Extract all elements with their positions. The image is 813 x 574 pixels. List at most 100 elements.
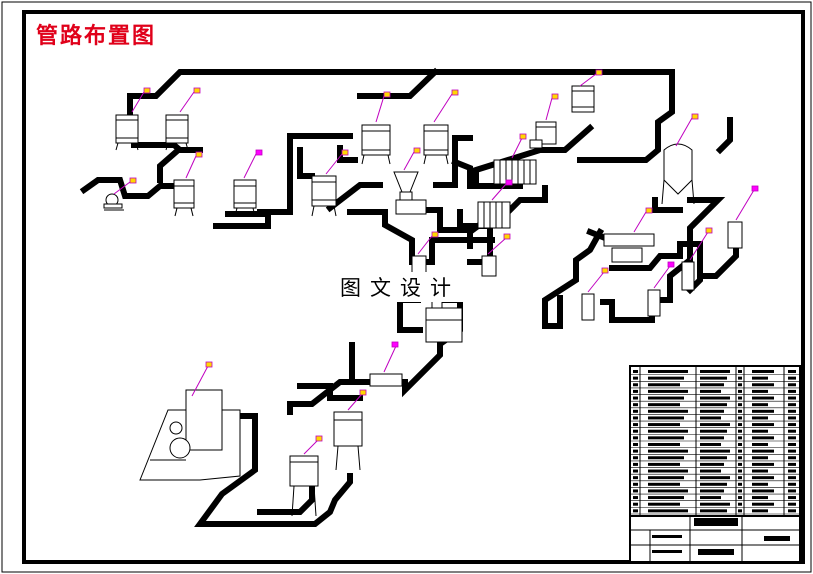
parts-list-cell [648,409,688,413]
parts-list-cell [738,476,742,480]
parts-list-cell [648,383,680,387]
parts-list-cell [648,416,684,420]
parts-list-cell [648,482,680,486]
parts-list-cell [788,369,796,373]
parts-list-cell [648,429,688,433]
parts-list-cell [738,436,742,440]
parts-list-cell [648,502,680,506]
parts-list-cell [752,482,768,486]
drawing-title: 管路布置图 [36,23,157,49]
heat-exchanger-icon [366,373,408,387]
parts-list-cell [700,403,727,407]
storage-tank-icon [481,255,497,277]
parts-list-cell [738,482,742,486]
parts-list-cell [633,482,638,486]
parts-list-cell [648,489,688,493]
storage-tank-icon [581,293,595,321]
parts-list-cell [700,396,730,400]
parts-list-cell [752,496,768,500]
parts-list-cell [633,496,638,500]
parts-list-cell [738,376,742,380]
parts-list-cell [788,436,796,440]
parts-list-cell [700,423,730,427]
parts-list-cell [700,389,721,393]
parts-list-cell [752,409,774,413]
parts-list-cell [700,376,727,380]
parts-list-cell [752,509,768,513]
parts-list-cell [700,429,727,433]
parts-list-cell [633,436,638,440]
filling-machine-icon [393,171,427,215]
parts-list-cell [752,462,774,466]
parts-list-cell [700,462,724,466]
parts-list-cell [788,396,796,400]
parts-list-cell [648,369,688,373]
parts-list-cell [633,502,638,506]
parts-list-cell [648,456,684,460]
parts-list-cell [788,376,796,380]
parts-list-cell [633,429,638,433]
parts-list-cell [700,476,730,480]
parts-list-cell [788,449,796,453]
storage-tank-icon [647,289,661,317]
storage-tank-icon [173,179,195,217]
parts-list-cell [752,423,774,427]
storage-tank-icon [333,411,363,471]
parts-list-cell [738,423,742,427]
parts-list-cell [738,456,742,460]
parts-list-cell [700,469,721,473]
parts-list-cell [738,383,742,387]
parts-list-cell [752,429,768,433]
parts-list-cell [633,369,638,373]
parts-list-cell [738,442,742,446]
parts-list-cell [788,496,796,500]
parts-list-cell [752,456,768,460]
parts-list-cell [788,509,796,513]
parts-list-cell [700,509,727,513]
parts-list-cell [752,369,774,373]
parts-list-cell [788,423,796,427]
parts-list-cell [738,389,742,393]
parts-list-cell [752,442,768,446]
parts-list-cell [633,469,638,473]
parts-list-cell [788,476,796,480]
parts-list-cell [738,509,742,513]
parts-list-cell [648,496,684,500]
mixing-tank-icon [571,85,595,113]
parts-list-cell [700,489,724,493]
parts-list-cell [752,389,768,393]
parts-list-cell [738,429,742,433]
storage-tank-icon [289,455,319,517]
pump-icon [103,193,124,211]
equipment-tags [113,69,759,455]
parts-list-cell [700,449,730,453]
parts-list-cell [788,462,796,466]
parts-list-cell [633,442,638,446]
parts-list-cell [700,496,721,500]
parts-list-cell [633,396,638,400]
parts-list-cell [700,416,721,420]
storage-tank-icon [361,124,391,165]
parts-list-cell [752,476,774,480]
parts-list-cell [738,462,742,466]
parts-list-cell [788,389,796,393]
parts-list-cell [648,389,688,393]
parts-list-cell [752,469,768,473]
parts-list-cell [700,502,730,506]
storage-tank-icon [165,114,189,151]
parts-list-cell [648,396,684,400]
parts-list-cell [738,496,742,500]
storage-tank-icon [233,179,257,217]
storage-tank-icon [661,143,695,205]
parts-list-cell [738,449,742,453]
parts-list-cell [633,456,638,460]
parts-list-cell [648,423,680,427]
parts-list-cell [788,456,796,460]
parts-list-cell [648,469,688,473]
parts-list-cell [700,409,724,413]
parts-list-cell [752,436,774,440]
parts-list-cell [633,423,638,427]
parts-list-cell [788,442,796,446]
parts-list-cell [633,462,638,466]
parts-list-cell [738,396,742,400]
